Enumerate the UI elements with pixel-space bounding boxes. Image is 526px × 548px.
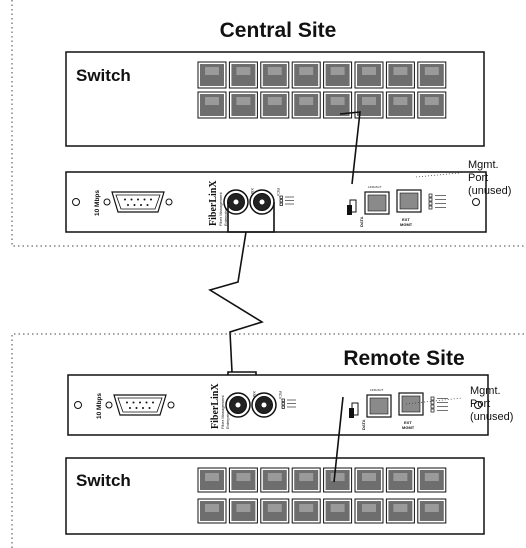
central-switch-port xyxy=(291,91,321,119)
remote-switch-port xyxy=(291,498,321,524)
rj45-port-icon xyxy=(364,191,390,215)
rj45-port-icon xyxy=(398,392,424,416)
central-switch-port xyxy=(260,91,290,119)
central-switch-port xyxy=(385,61,415,89)
central-card-fiber-port-label: XMT xyxy=(250,188,255,197)
remote-switch-port xyxy=(323,498,353,524)
central-site-border xyxy=(11,0,526,247)
central-mgmt-leader xyxy=(415,172,461,178)
central-mgmt-label-3: (unused) xyxy=(468,185,511,197)
central-switch-port xyxy=(228,61,258,89)
central-switch-port xyxy=(291,61,321,89)
central-mgmt-label-1: Mgmt. xyxy=(468,159,499,171)
central-switch-port xyxy=(417,91,447,119)
remote-card-mgmt-port-label-2: MGMT xyxy=(402,425,415,430)
central-site-title: Central Site xyxy=(220,19,337,42)
lightning-link-icon xyxy=(208,231,264,373)
remote-switch-port xyxy=(197,498,227,524)
central-switch-port xyxy=(323,91,353,119)
central-card-brand-sub-1: Fiber Management xyxy=(218,192,223,226)
remote-switch-ports xyxy=(197,467,447,524)
remote-switch-port xyxy=(228,498,258,524)
rj45-port-icon xyxy=(366,394,392,418)
central-card-data-port-tiny-label: LINK/ACT xyxy=(368,185,382,189)
central-card-data-port-label: DATA xyxy=(359,216,364,227)
remote-switch-port xyxy=(197,467,227,493)
remote-switch-port xyxy=(323,467,353,493)
remote-switch-port xyxy=(228,467,258,493)
central-switch-port xyxy=(354,91,384,119)
remote-card-brand-sub-1: Fiber Management xyxy=(220,395,225,429)
remote-switch-port xyxy=(385,498,415,524)
remote-data-cable xyxy=(333,396,344,483)
remote-switch-port xyxy=(417,498,447,524)
central-card-brand-name: FiberLinX xyxy=(208,180,219,226)
remote-card-brand-name: FiberLinX xyxy=(210,383,221,429)
mounting-hole-icon xyxy=(474,401,482,409)
remote-switch-port xyxy=(417,467,447,493)
status-led-icon xyxy=(430,396,448,413)
dip-switch-icon xyxy=(349,402,359,418)
remote-switch-port xyxy=(385,467,415,493)
remote-switch-port xyxy=(354,467,384,493)
central-switch-label: Switch xyxy=(76,66,131,85)
remote-card-brand-sub-2: Enterprise Link xyxy=(225,402,230,429)
central-card-speed-label: 10 Mbps xyxy=(94,190,101,216)
remote-site-title: Remote Site xyxy=(343,347,464,370)
mounting-hole-icon xyxy=(472,198,480,206)
remote-mgmt-label-3: (unused) xyxy=(470,411,513,423)
rj45-port-icon xyxy=(396,189,422,213)
remote-switch-port xyxy=(260,467,290,493)
remote-card-fiber-port-label: XMT xyxy=(252,391,257,400)
mounting-hole-icon xyxy=(72,198,80,206)
central-card-fiber-port-label: RCV xyxy=(276,188,281,197)
central-card-mgmt-port-label-1: EXT xyxy=(402,217,410,222)
status-led-icon xyxy=(279,195,294,206)
fiber-st-connector-icon xyxy=(223,189,249,215)
remote-mgmt-leader xyxy=(405,397,463,405)
mounting-hole-icon xyxy=(74,401,82,409)
remote-card-speed-label: 10 Mbps xyxy=(96,393,103,419)
remote-card-data-port-label: DATA xyxy=(361,419,366,430)
fiber-st-connector-icon xyxy=(251,392,277,418)
central-switch-port xyxy=(197,91,227,119)
central-switch-port xyxy=(417,61,447,89)
central-data-cable xyxy=(339,111,361,185)
central-card-mgmt-port-label-2: MGMT xyxy=(400,222,413,227)
remote-mgmt-label-2: Port xyxy=(470,398,490,410)
central-fiber-loop xyxy=(227,202,275,233)
db9-serial-connector-icon xyxy=(105,394,175,416)
central-switch-port xyxy=(197,61,227,89)
central-switch-port xyxy=(228,91,258,119)
fiber-st-connector-icon xyxy=(225,392,251,418)
central-mgmt-label-2: Port xyxy=(468,172,488,184)
dip-switch-icon xyxy=(347,199,357,215)
db9-serial-connector-icon xyxy=(103,191,173,213)
remote-card-data-port-tiny-label: LINK/ACT xyxy=(370,388,384,392)
status-led-icon xyxy=(428,193,446,210)
remote-card-fiber-port-label: RCV xyxy=(278,391,283,400)
remote-switch-port xyxy=(354,498,384,524)
status-led-icon xyxy=(281,398,296,409)
fiber-st-connector-icon xyxy=(249,189,275,215)
remote-switch-label: Switch xyxy=(76,471,131,490)
central-switch-port xyxy=(354,61,384,89)
remote-mgmt-label-1: Mgmt. xyxy=(470,385,501,397)
central-card-brand-sub-2: Enterprise Link xyxy=(223,199,228,226)
central-switch-port xyxy=(323,61,353,89)
remote-switch-port xyxy=(291,467,321,493)
central-switch-port xyxy=(260,61,290,89)
remote-card-mgmt-port-label-1: EXT xyxy=(404,420,412,425)
remote-switch-port xyxy=(260,498,290,524)
central-switch-port xyxy=(385,91,415,119)
